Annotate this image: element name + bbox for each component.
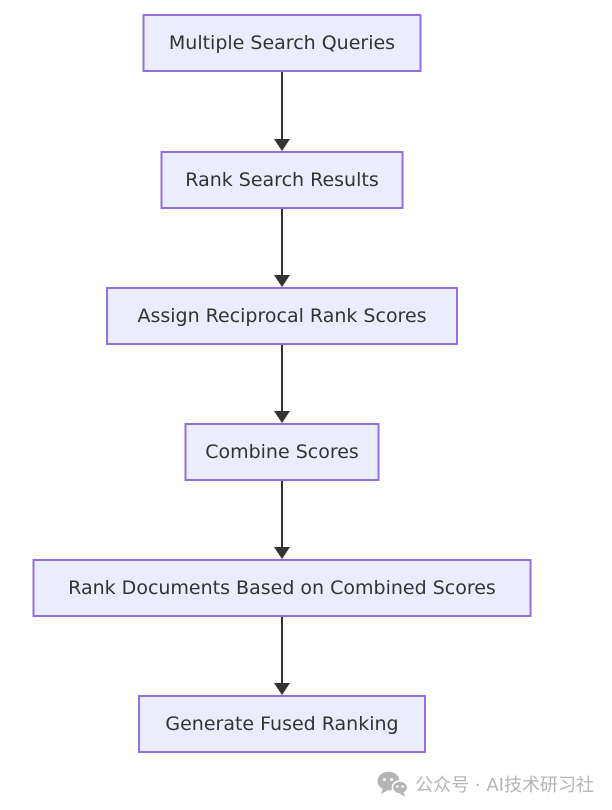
flow-node-generate-fused-ranking: Generate Fused Ranking	[138, 695, 426, 753]
arrowhead-down-icon	[274, 139, 290, 151]
flow-node-combine-scores: Combine Scores	[184, 423, 380, 481]
node-label: Generate Fused Ranking	[165, 713, 399, 735]
flow-arrow-3	[274, 345, 290, 423]
node-label: Rank Documents Based on Combined Scores	[68, 577, 496, 599]
arrow-line	[280, 617, 284, 683]
flow-node-rank-search-results: Rank Search Results	[160, 151, 404, 209]
watermark-text: 公众号 · AI技术研习社	[415, 775, 594, 796]
arrow-line	[280, 345, 284, 411]
flow-node-assign-reciprocal-rank-scores: Assign Reciprocal Rank Scores	[106, 287, 458, 345]
arrowhead-down-icon	[274, 547, 290, 559]
flow-node-rank-documents-combined-scores: Rank Documents Based on Combined Scores	[32, 559, 532, 617]
arrowhead-down-icon	[274, 411, 290, 423]
arrow-line	[280, 209, 284, 275]
arrowhead-down-icon	[274, 683, 290, 695]
arrow-line	[280, 481, 284, 547]
watermark: 公众号 · AI技术研习社	[377, 771, 594, 797]
node-label: Assign Reciprocal Rank Scores	[137, 305, 427, 327]
arrow-line	[280, 72, 284, 139]
node-label: Rank Search Results	[185, 169, 379, 191]
flow-arrow-1	[274, 72, 290, 151]
arrowhead-down-icon	[274, 275, 290, 287]
flow-arrow-2	[274, 209, 290, 287]
flow-arrow-4	[274, 481, 290, 559]
flow-arrow-5	[274, 617, 290, 695]
node-label: Multiple Search Queries	[168, 32, 396, 54]
flow-node-multiple-search-queries: Multiple Search Queries	[142, 14, 422, 72]
node-label: Combine Scores	[205, 441, 359, 463]
wechat-bubbles-icon	[377, 771, 409, 797]
